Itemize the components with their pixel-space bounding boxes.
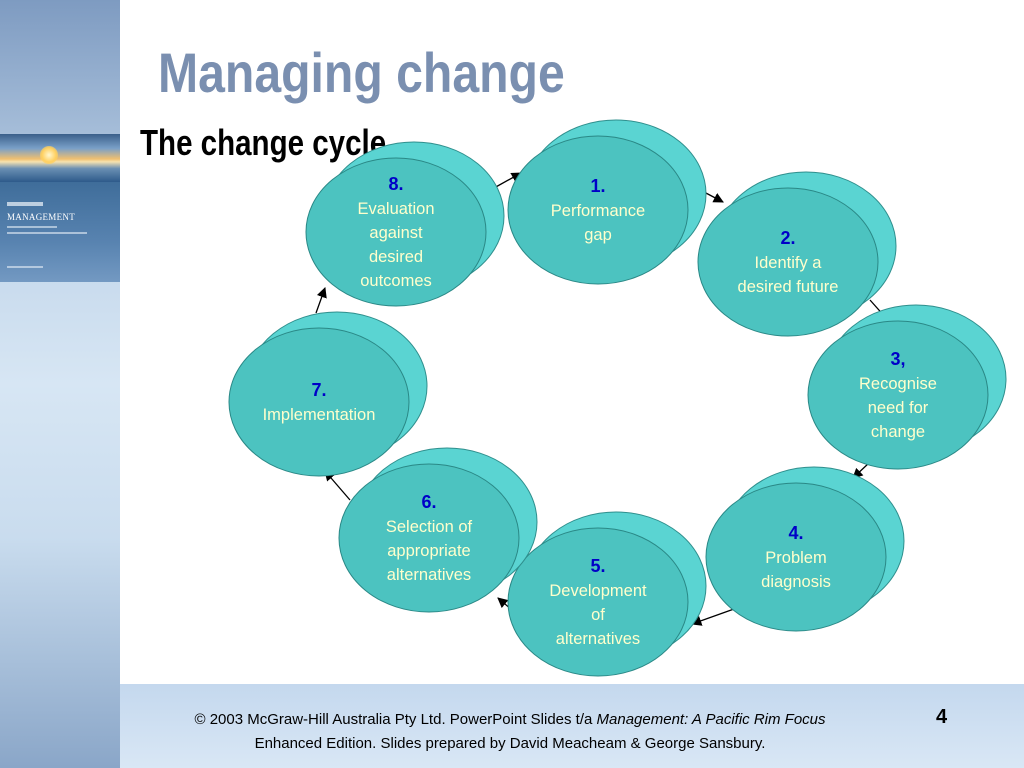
step-number: 7. (311, 380, 326, 400)
circle-front-shape (338, 463, 520, 613)
step-label-line: alternatives (556, 630, 640, 648)
cycle-step-1: 1. Performance gap (507, 119, 707, 285)
step-number: 8. (388, 174, 403, 194)
page-number: 4 (936, 706, 948, 728)
slide-title: Managing change (158, 41, 565, 104)
footer-book-title: Management: A Pacific Rim Focus (596, 711, 826, 728)
sidebar-band: MANAGEMENT (0, 0, 120, 768)
cycle-step-4: 4. Problem diagnosis (705, 466, 905, 632)
footer-copyright: © 2003 McGraw-Hill Australia Pty Ltd. Po… (194, 711, 597, 728)
book-cover-line (7, 232, 87, 234)
step-label-line: Performance (551, 202, 645, 220)
circle-front-shape (507, 527, 689, 677)
book-cover-line (7, 226, 57, 228)
step-label-line: Evaluation (357, 200, 434, 218)
cycle-step-3: 3, Recognise need for change (807, 304, 1007, 470)
book-cover-title: MANAGEMENT (7, 212, 75, 222)
circle-front-shape (507, 135, 689, 285)
book-cover-image: MANAGEMENT (0, 134, 120, 282)
step-number: 3, (890, 349, 905, 369)
footer-band: © 2003 McGraw-Hill Australia Pty Ltd. Po… (120, 684, 1024, 768)
step-number: 6. (421, 492, 436, 512)
book-cover-line (7, 266, 43, 268)
cycle-step-8: 8. Evaluation against desired outcomes (305, 141, 505, 307)
step-label-line: Development (549, 582, 647, 600)
step-number: 4. (788, 523, 803, 543)
step-label-line: change (871, 423, 925, 441)
step-label-line: alternatives (387, 566, 471, 584)
cycle-arrow (315, 287, 327, 314)
step-label-line: against (369, 224, 423, 242)
step-label-line: diagnosis (761, 573, 831, 591)
step-label-line: desired future (738, 278, 839, 296)
sunset-photo (0, 134, 120, 182)
cycle-step-5: 5. Development of alternatives (507, 511, 707, 677)
step-number: 1. (590, 176, 605, 196)
step-label-line: Recognise (859, 375, 937, 393)
circle-front-shape (697, 187, 879, 337)
book-cover-panel: MANAGEMENT (0, 182, 120, 282)
footer-credits: © 2003 McGraw-Hill Australia Pty Ltd. Po… (120, 708, 900, 756)
circle-front-shape (705, 482, 887, 632)
cycle-arrow (691, 608, 735, 626)
cycle-step-6: 6. Selection of appropriate alternatives (338, 447, 538, 613)
step-label-line: Selection of (386, 518, 473, 536)
step-number: 2. (780, 228, 795, 248)
step-label-line: Implementation (263, 406, 376, 424)
cycle-step-2: 2. Identify a desired future (697, 171, 897, 337)
step-label-line: gap (584, 226, 612, 244)
step-label-line: desired (369, 248, 423, 266)
step-label-line: Identify a (755, 254, 823, 272)
step-label-line: Problem (765, 549, 826, 567)
circle-front-shape (228, 327, 410, 477)
step-label-line: of (591, 606, 605, 624)
sun-icon (40, 146, 58, 164)
cycle-arrow (493, 172, 522, 189)
circle-front-shape (807, 320, 989, 470)
slide-subtitle: The change cycle (140, 122, 387, 163)
step-label-line: need for (868, 399, 929, 417)
book-cover-tag (7, 202, 43, 206)
step-label-line: appropriate (387, 542, 470, 560)
step-label-line: outcomes (360, 272, 432, 290)
footer-line-2: Enhanced Edition. Slides prepared by Dav… (254, 735, 766, 752)
cycle-nodes: 1. Performance gap 2. Identify a desired futu… (228, 119, 1007, 677)
circle-front-shape (305, 157, 487, 307)
step-number: 5. (590, 556, 605, 576)
cycle-step-7: 7. Implementation (228, 311, 428, 477)
